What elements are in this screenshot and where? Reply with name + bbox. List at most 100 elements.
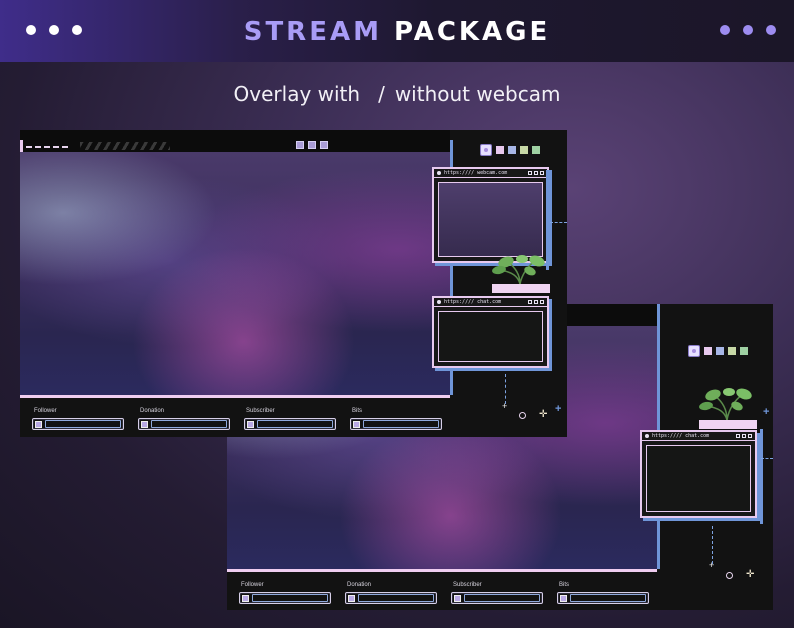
alert-follower: Follower [239,582,331,604]
dashed-connector [505,374,506,404]
dot-icon [26,25,36,35]
dot-icon [720,25,730,35]
palette-swatch [716,347,724,355]
overlay-with-webcam-preview: https://// webcam.com https://// chat.co… [20,130,567,437]
sparkle-icon: ✛ [746,569,755,580]
dot-icon [49,25,59,35]
circle-icon [519,412,526,419]
palette-swatch [740,347,748,355]
alert-label: Bits [352,408,363,414]
bottom-divider [20,395,450,398]
webcam-window-controls [528,171,547,175]
alert-follower: Follower [32,408,124,430]
chat-area [646,445,751,512]
alert-bits: Bits [350,408,442,430]
alert-label: Follower [241,582,264,588]
alert-label: Subscriber [246,408,275,414]
alert-field [363,420,439,428]
globe-icon [645,434,649,438]
palette-swatch [704,347,712,355]
alert-box [451,592,543,604]
dot-icon [766,25,776,35]
circle-icon [726,572,733,579]
chat-window-bar: https://// chat.com [434,298,547,307]
alert-field [257,420,333,428]
alert-field [464,594,540,602]
plant-shelf [492,284,550,293]
alert-label: Bits [559,582,570,588]
plus-icon: + [709,560,715,570]
star-icon [247,421,254,428]
sparkle-icon: ✛ [539,409,548,420]
plus-icon: + [555,403,562,415]
palette-swatch [728,347,736,355]
alert-box [239,592,331,604]
stripe-pattern [80,142,170,150]
alert-label: Donation [347,582,372,588]
gem-icon [560,595,567,602]
color-palette [480,144,540,156]
alert-label: Subscriber [453,582,482,588]
color-palette [688,345,748,357]
heart-icon [242,595,249,602]
chat-window-url: https://// chat.com [652,433,710,439]
chat-window-controls [528,300,547,304]
palette-swatch [532,146,540,154]
page-title: STREAM PACKAGE [0,17,794,47]
gem-icon [353,421,360,428]
frame-line-blue [546,170,549,270]
alert-field [151,420,227,428]
webcam-window: https://// webcam.com [432,167,549,263]
palette-swatch [496,146,504,154]
subtitle-with: Overlay with [233,82,361,106]
plant-shelf [699,420,757,429]
star-icon [454,595,461,602]
window-controls [296,141,328,149]
title-part-package: PACKAGE [394,17,551,47]
frame-line-blue [450,140,453,395]
alert-field [252,594,328,602]
alert-box [138,418,230,430]
palette-swatch [508,146,516,154]
alert-box [345,592,437,604]
dashed-connector [761,458,773,459]
alert-subscriber: Subscriber [244,408,336,430]
alert-label: Donation [140,408,165,414]
webcam-window-url: https://// webcam.com [444,170,508,176]
plus-icon: + [763,406,770,418]
coin-icon [141,421,148,428]
frame-line-blue [760,429,763,524]
subtitle: Overlay with/without webcam [0,82,794,106]
alerts-bar: Follower Donation Subscriber Bits [20,402,450,437]
alert-donation: Donation [138,408,230,430]
chat-window-bar: https://// chat.com [642,432,755,441]
header-dots-right [720,25,776,35]
chat-window: https://// chat.com [640,430,757,518]
dashed-line [26,146,68,148]
alerts-bar: Follower Donation Subscriber Bits [227,576,657,610]
webcam-window-bar: https://// webcam.com [434,169,547,178]
chat-window: https://// chat.com [432,296,549,368]
dot-icon [72,25,82,35]
globe-icon [437,171,441,175]
coin-icon [348,595,355,602]
alert-field [45,420,121,428]
alert-donation: Donation [345,582,437,604]
maximize-icon [308,141,316,149]
alert-box [32,418,124,430]
dot-icon [743,25,753,35]
dashed-connector [712,526,713,564]
header-dots-left [26,25,82,35]
corner-tick [20,140,23,152]
dashed-connector [550,222,567,223]
alert-box [244,418,336,430]
alert-field [570,594,646,602]
webcam-area [438,182,543,257]
globe-icon [437,300,441,304]
alert-field [358,594,434,602]
alert-bits: Bits [557,582,649,604]
plus-icon: + [502,401,508,411]
palette-swatch [520,146,528,154]
title-part-stream: STREAM [243,17,382,47]
close-icon [320,141,328,149]
